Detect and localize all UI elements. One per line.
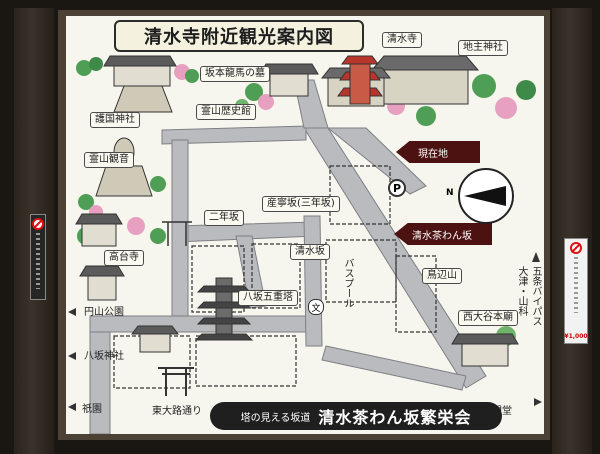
label-otsu-yamashina: 大津・山科 (516, 266, 527, 316)
pagoda-sanjunoto (337, 55, 383, 105)
road-left-vertical (171, 139, 189, 317)
shrine-top-left (103, 55, 177, 113)
nishi-otani-building (451, 333, 519, 367)
tourist-map: 清水寺附近観光案内図 清水寺 地主神社 坂本龍馬の墓 霊山歴史館 護国神社 霊山… (66, 16, 544, 434)
map-title: 清水寺附近観光案内図 (114, 20, 364, 52)
chawanzaka-marker: 清水茶わん坂 (394, 223, 492, 245)
no-smoking-sign-left (30, 214, 46, 300)
road-upper (161, 125, 307, 145)
yasaka-shrine-building (131, 325, 179, 353)
label-gokoku-jinja: 護国神社 (90, 112, 140, 128)
label-ryozen-kannon: 霊山観音 (84, 152, 134, 168)
label-kiyomizu-zaka: 清水坂 (290, 244, 330, 260)
chawanzaka-label: 清水茶わん坂 (412, 230, 472, 242)
association-banner: 塔の見える坂道 清水茶わん坂繁栄会 (210, 402, 502, 430)
current-location-label: 現在地 (418, 148, 448, 160)
label-ninenzaka: 二年坂 (204, 210, 244, 226)
sign-fine-print (574, 257, 578, 313)
label-yasaka-pagoda: 八坂五重塔 (238, 290, 298, 306)
right-wooden-post (552, 8, 592, 454)
torii-gate-middle (162, 221, 192, 246)
label-gojo-bypass: 五条バイパス (530, 266, 541, 326)
label-yasaka-jinja: 八坂神社 (84, 351, 124, 362)
current-location-marker: 現在地 (396, 141, 480, 163)
compass-north-label: N (446, 188, 454, 198)
higashioji-road (89, 315, 111, 434)
road-kiyomizuzaka (326, 127, 427, 195)
temple-nio (259, 63, 319, 97)
label-higashioji: 東大路通り (152, 406, 202, 417)
no-smoking-icon (570, 242, 582, 254)
road-bottom-right (321, 345, 467, 391)
label-kodaiji: 高台寺 (104, 250, 144, 266)
label-nishi-otani: 西大谷本廟 (458, 310, 518, 326)
road-center-vertical (303, 215, 323, 347)
label-kiyomizu-dera: 清水寺 (382, 32, 422, 48)
label-jishu-jinja: 地主神社 (458, 40, 508, 56)
school-icon: 文 (308, 299, 324, 315)
direction-arrows (68, 252, 542, 411)
label-sannenzaka: 産寧坂(三年坂) (262, 196, 340, 212)
torii-gate-bottom (158, 367, 194, 396)
kodaiji-building (75, 213, 123, 247)
small-shrine-left (79, 265, 125, 301)
label-maruyama-park: 円山公園 (84, 307, 124, 318)
compass-needle-icon (464, 186, 506, 206)
fine-amount: ¥1,000 (564, 333, 588, 340)
label-ryozen-rekishikan: 霊山歴史館 (196, 104, 256, 120)
parking-icon: P (388, 179, 406, 197)
label-bus-pool: バスプール (342, 258, 353, 308)
yasaka-pagoda (194, 277, 254, 341)
no-smoking-icon (32, 218, 44, 230)
label-ryoma-grave: 坂本龍馬の墓 (200, 66, 270, 82)
sign-fine-print (36, 233, 40, 289)
compass-icon: N (446, 168, 514, 224)
road-network (89, 79, 487, 434)
label-toribeyama: 鳥辺山 (422, 268, 462, 284)
banner-title: 清水茶わん坂繁栄会 (318, 408, 472, 427)
label-gion: 祇園 (82, 404, 102, 415)
map-illustration (68, 55, 542, 434)
banner-subtitle: 塔の見える坂道 (240, 412, 311, 424)
no-smoking-sign-right: ¥1,000 (564, 238, 588, 344)
